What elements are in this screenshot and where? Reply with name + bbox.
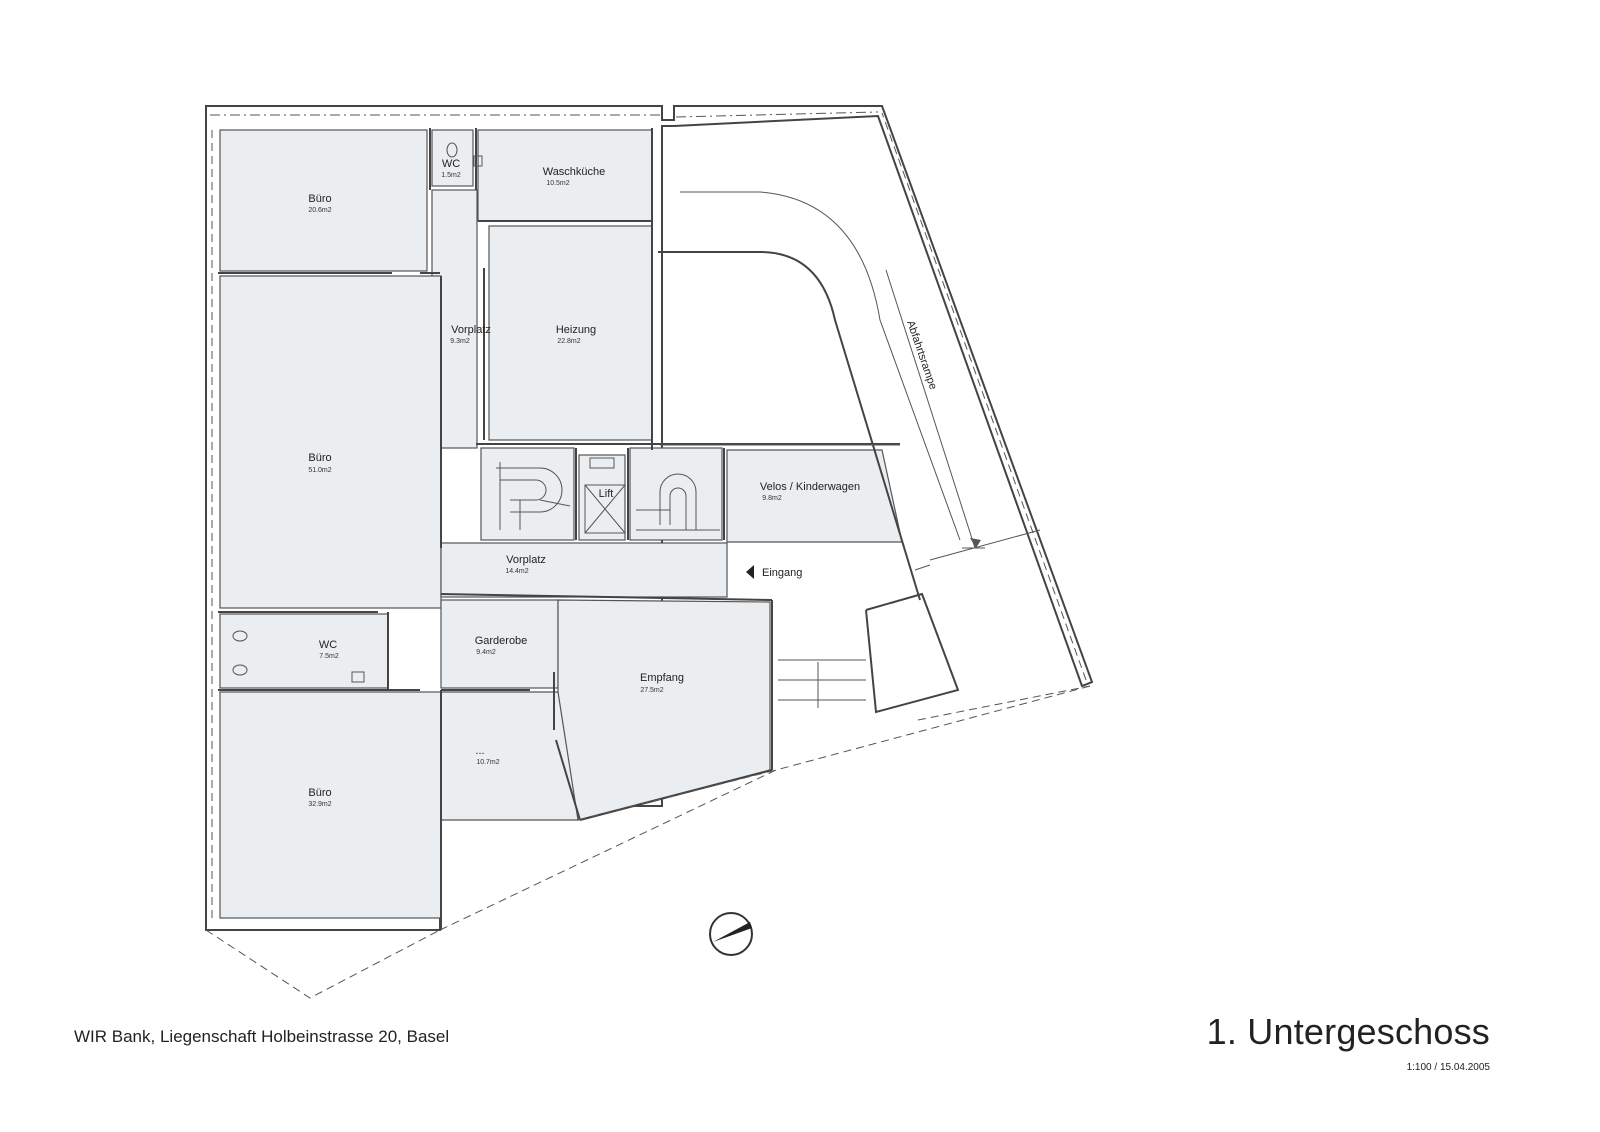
area-unnamed: 10.7m2 <box>476 759 499 766</box>
room-waschkueche <box>477 129 653 222</box>
area-vorplatz-lower: 14.4m2 <box>505 568 528 575</box>
floor-title: 1. Untergeschoss <box>1206 1011 1490 1052</box>
room-empfang <box>557 599 771 821</box>
label-lift: Lift <box>599 488 614 500</box>
room-vorplatz-lower <box>440 542 728 598</box>
label-buero-top: Büro <box>308 193 331 205</box>
area-waschkueche: 10.5m2 <box>546 180 569 187</box>
room-stairs-right <box>629 447 723 541</box>
label-velos: Velos / Kinderwagen <box>760 481 860 493</box>
area-empfang: 27.5m2 <box>640 687 663 694</box>
north-arrow <box>709 912 753 956</box>
area-vorplatz-upper: 9.3m2 <box>450 338 470 345</box>
area-buero-mid: 51.0m2 <box>308 467 331 474</box>
area-buero-bottom: 32.9m2 <box>308 801 331 808</box>
label-empfang: Empfang <box>640 672 684 684</box>
room-stairs-left <box>480 447 575 541</box>
label-wc-bottom: WC <box>319 639 337 651</box>
ramp <box>658 191 1041 714</box>
label-eingang: Eingang <box>762 567 802 579</box>
label-buero-mid: Büro <box>308 452 331 464</box>
entrance-arrow-icon <box>746 565 754 579</box>
label-wc-top: WC <box>442 158 460 170</box>
room-fills <box>219 129 903 919</box>
scale-date: 1:100 / 15.04.2005 <box>1406 1062 1490 1073</box>
room-velos <box>726 449 903 543</box>
room-wc-top <box>431 129 474 187</box>
label-heizung: Heizung <box>556 324 596 336</box>
room-buero-top <box>219 129 428 272</box>
sanitary-fixtures <box>232 142 483 683</box>
room-buero-mid <box>219 275 442 609</box>
room-heizung <box>488 225 653 441</box>
inner-walls <box>218 128 900 930</box>
project-title: WIR Bank, Liegenschaft Holbeinstrasse 20… <box>74 1027 450 1046</box>
label-garderobe: Garderobe <box>475 635 528 647</box>
area-wc-top: 1.5m2 <box>441 172 461 179</box>
label-waschkueche: Waschküche <box>543 166 606 178</box>
label-vorplatz-lower: Vorplatz <box>506 554 546 566</box>
area-garderobe: 9.4m2 <box>476 649 496 656</box>
area-heizung: 22.8m2 <box>557 338 580 345</box>
room-wc-bottom <box>219 613 389 689</box>
room-unnamed <box>440 691 579 821</box>
area-velos: 9.8m2 <box>762 495 782 502</box>
area-wc-bottom: 7.5m2 <box>319 653 339 660</box>
site-boundary <box>205 685 1091 999</box>
area-buero-top: 20.6m2 <box>308 207 331 214</box>
label-vorplatz-upper: Vorplatz <box>451 324 491 336</box>
label-buero-bottom: Büro <box>308 787 331 799</box>
room-lift <box>578 454 626 541</box>
label-unnamed: ... <box>475 745 484 757</box>
stair-details <box>496 457 720 534</box>
